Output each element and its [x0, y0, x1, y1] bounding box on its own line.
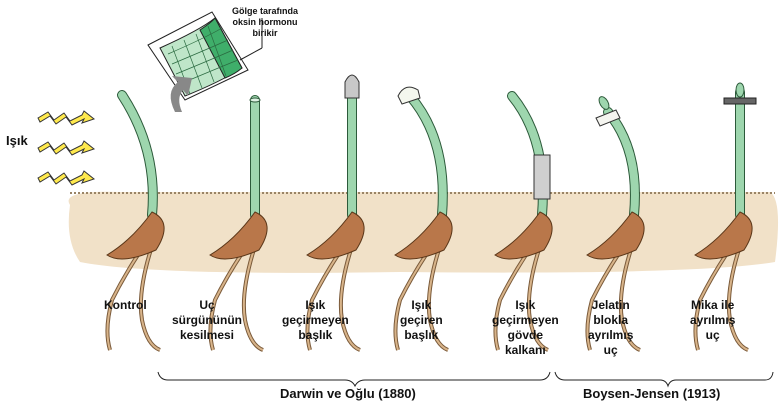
- condition-label-line: sürgününün: [172, 313, 242, 327]
- condition-label-line: geçirmeyen: [492, 313, 559, 327]
- condition-label-line: Işık: [515, 298, 536, 312]
- light-label: Işık: [6, 133, 28, 148]
- condition-label-line: ayrılmış: [690, 313, 736, 327]
- condition-label-line: geçirmeyen: [282, 313, 349, 327]
- seed: [106, 211, 165, 260]
- opaque-cap: [344, 74, 360, 99]
- condition-label-line: uç: [603, 343, 618, 357]
- condition-label-line: Işık: [305, 298, 326, 312]
- callout-line: Gölge tarafında: [232, 6, 299, 16]
- seed: [394, 211, 453, 260]
- condition-label-line: ayrılmış: [588, 328, 634, 342]
- separated-tip: [735, 82, 745, 98]
- condition-label-line: Kontrol: [104, 298, 147, 312]
- light-arrows-icon: [37, 110, 96, 186]
- condition-label-line: başlık: [404, 328, 439, 342]
- seed: [209, 211, 268, 260]
- condition-label-line: Uç: [199, 298, 215, 312]
- gelatin-block: [595, 109, 621, 127]
- root: [727, 239, 749, 351]
- condition-label-line: uç: [705, 328, 720, 342]
- root: [242, 239, 264, 351]
- condition-label-line: kalkanı: [505, 343, 546, 357]
- callout-text: Gölge tarafında oksin hormonu birikir: [232, 6, 298, 39]
- root: [619, 239, 641, 351]
- root: [339, 239, 361, 351]
- condition-label-line: geçiren: [400, 313, 443, 327]
- condition-label-line: blokla: [593, 313, 629, 327]
- condition-label-line: kesilmesi: [179, 328, 235, 342]
- root: [427, 239, 449, 351]
- callout-line: birikir: [252, 28, 278, 38]
- brace-darwin: [157, 371, 551, 388]
- stem: [406, 92, 447, 219]
- condition-label: Kontrol: [104, 298, 147, 313]
- seed: [494, 211, 553, 260]
- separated-tip: [598, 96, 610, 110]
- cell-callout: [147, 11, 263, 112]
- condition-label-line: Jelatin: [591, 298, 630, 312]
- condition-label-line: gövde: [507, 328, 544, 342]
- condition-label-line: Mika ile: [691, 298, 735, 312]
- stem: [118, 91, 157, 219]
- seed: [694, 211, 753, 260]
- group-label-boysen: Boysen-Jensen (1913): [583, 386, 721, 401]
- curved-arrow-icon: [170, 76, 192, 112]
- root: [527, 239, 549, 351]
- group-label-darwin: Darwin ve Oğlu (1880): [280, 386, 416, 401]
- seed: [586, 211, 645, 260]
- mica-plate: [723, 97, 757, 105]
- clear-cap: [397, 86, 421, 105]
- seed: [306, 211, 365, 260]
- brace-boysen: [554, 371, 774, 388]
- stem-sheath: [533, 154, 551, 200]
- condition-label-line: Işık: [411, 298, 432, 312]
- root: [139, 239, 161, 351]
- cut-tip: [249, 97, 261, 103]
- condition-label-line: başlık: [298, 328, 333, 342]
- callout-line: oksin hormonu: [232, 17, 298, 27]
